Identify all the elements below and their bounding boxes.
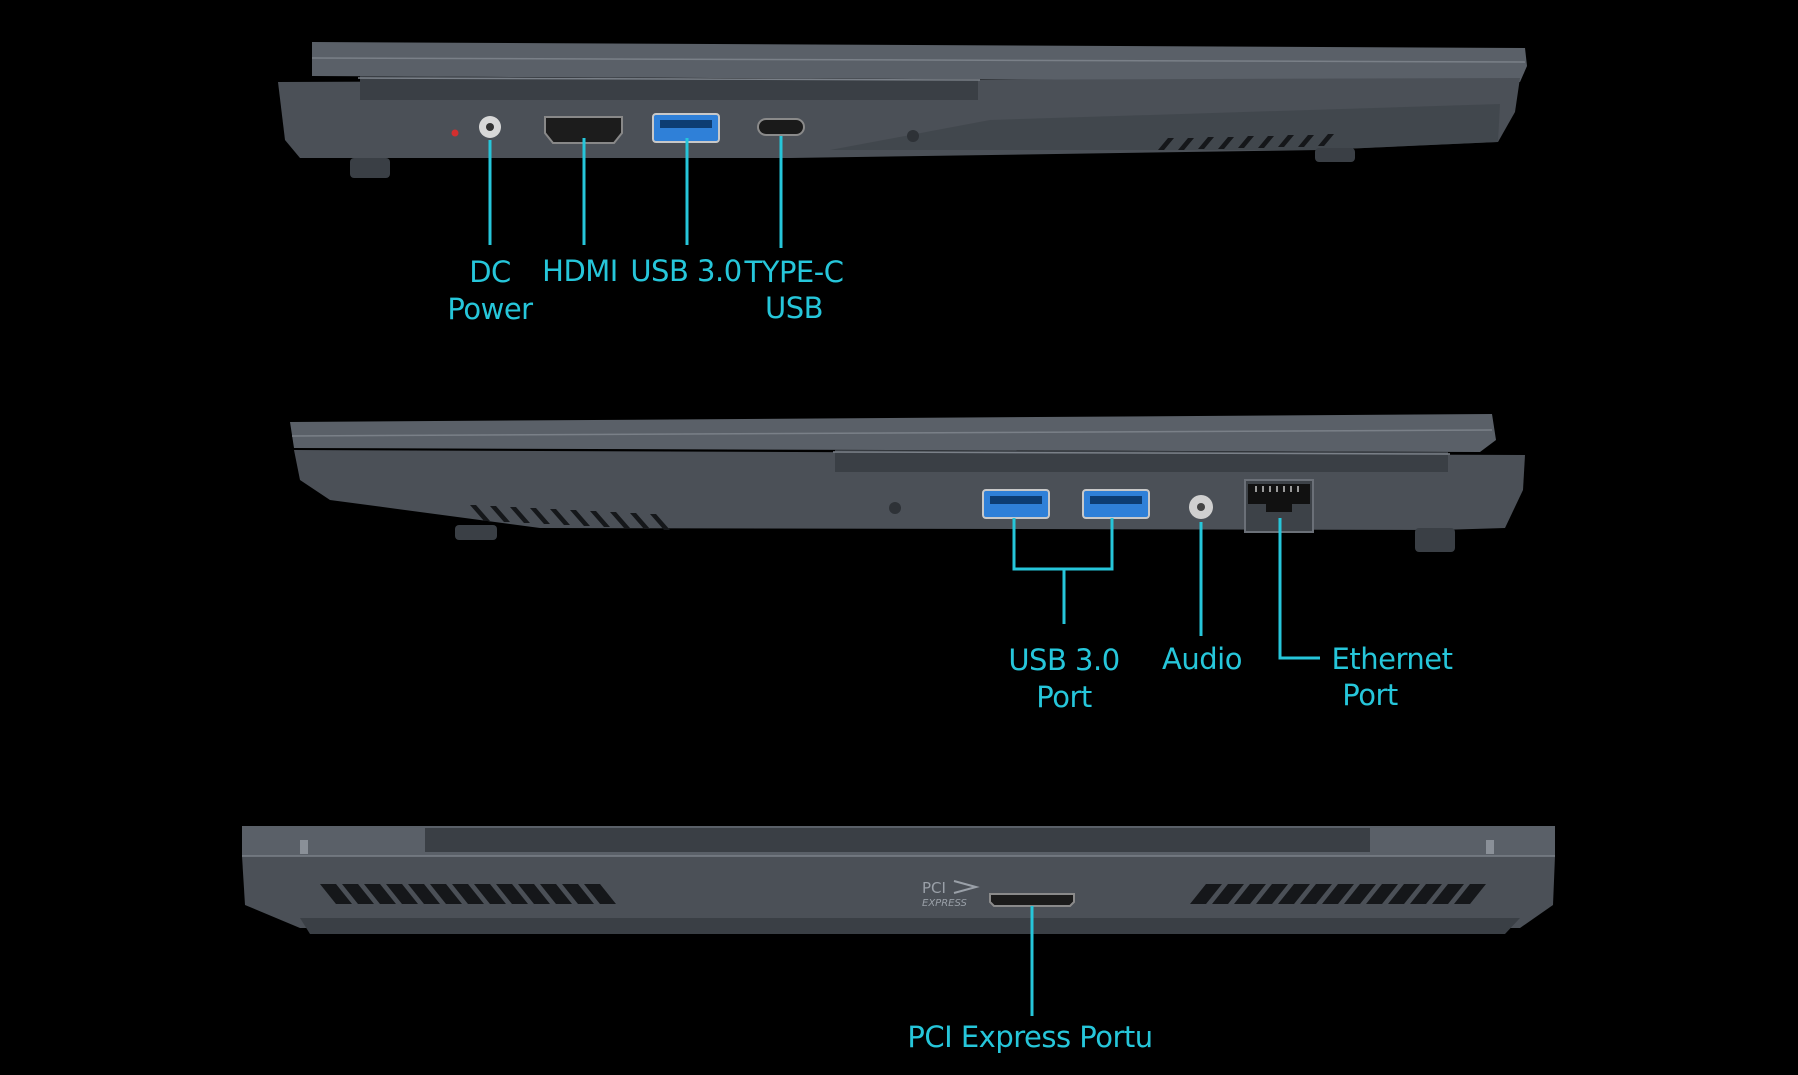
right-side-vents <box>470 505 670 530</box>
dc-power-label-line2: Power <box>447 292 533 326</box>
usb3-port-1-icon <box>982 489 1050 519</box>
power-led-icon <box>451 129 459 137</box>
pci-logo-text: PCI <box>922 879 946 897</box>
usb3-port-2-icon <box>1082 489 1150 519</box>
audio-label: Audio <box>1162 642 1242 676</box>
type-c-port-icon <box>757 118 805 136</box>
usb3-port-label-line1: USB 3.0 <box>1008 643 1119 677</box>
hdmi-label: HDMI <box>542 254 618 288</box>
usb3-port-label-line2: Port <box>1036 680 1092 714</box>
dc-power-port-icon <box>479 116 501 138</box>
rear-right-vents <box>1190 884 1486 904</box>
left-laptop-body <box>278 42 1527 178</box>
type-c-label-line2: USB <box>765 291 823 325</box>
rear-laptop-body <box>242 826 1555 934</box>
usb3-port-icon <box>652 113 720 143</box>
right-side-callouts <box>1012 518 1320 660</box>
pci-express-port-icon <box>989 893 1075 907</box>
left-side-callouts <box>488 136 783 248</box>
hdmi-port-icon <box>544 116 623 144</box>
usb3-label: USB 3.0 <box>630 254 741 288</box>
ethernet-label-line2: Port <box>1342 678 1398 712</box>
right-side-view: USB 3.0 Port Audio Ethernet Port <box>290 414 1525 714</box>
audio-jack-icon <box>1189 495 1213 519</box>
dc-power-label-line1: DC <box>469 255 511 289</box>
pci-express-logo: PCI EXPRESS <box>922 879 980 909</box>
pci-express-label: PCI Express Portu <box>907 1020 1152 1054</box>
type-c-label-line1: TYPE-C <box>744 255 844 289</box>
rear-view: PCI EXPRESS PCI Express Portu <box>242 826 1555 1054</box>
pci-logo-subtext: EXPRESS <box>922 898 967 909</box>
left-side-view: DC Power HDMI USB 3.0 TYPE-C USB <box>278 42 1527 326</box>
right-laptop-body <box>290 414 1525 552</box>
rear-left-vents <box>320 884 616 904</box>
left-side-vents <box>1158 134 1334 150</box>
ethernet-label-line1: Ethernet <box>1332 642 1453 676</box>
